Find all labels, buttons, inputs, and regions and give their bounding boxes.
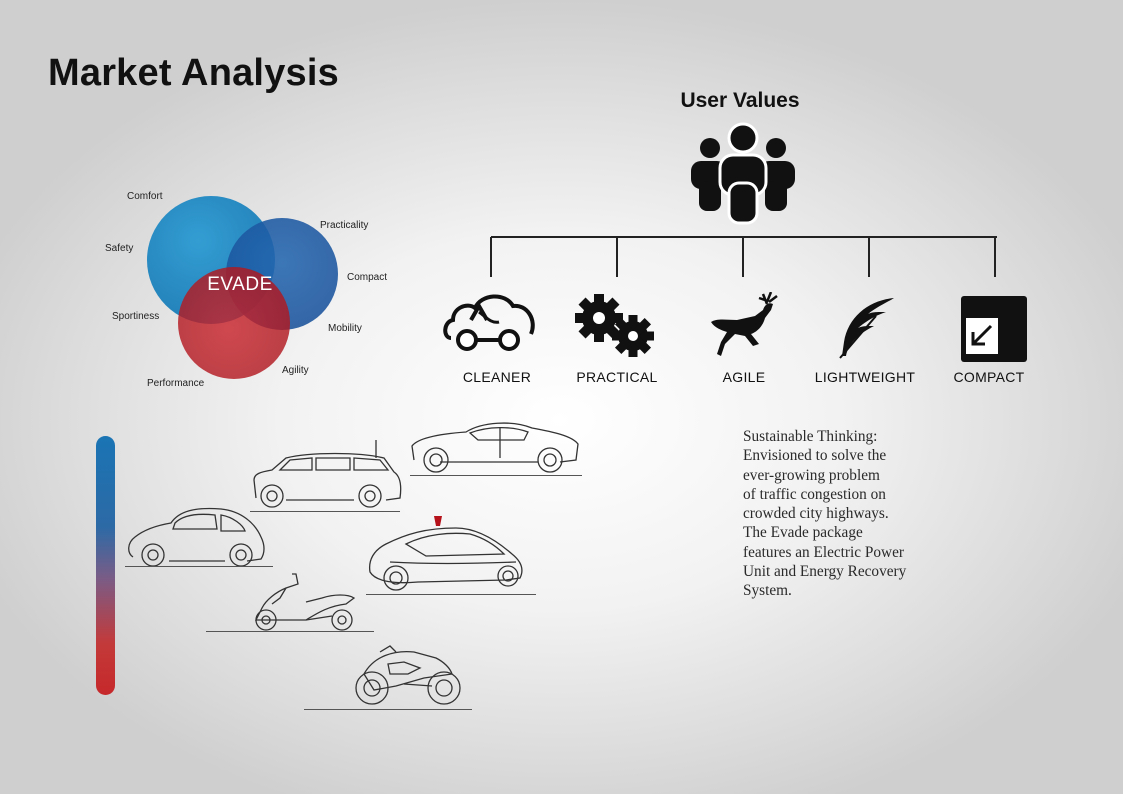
description-line: of traffic congestion on [743, 485, 886, 503]
feather-icon [836, 296, 898, 360]
description-line: Envisioned to solve the [743, 447, 887, 465]
description-line: The Evade package [743, 524, 863, 542]
motorcycle-sketch [304, 644, 474, 712]
ground-line [304, 709, 472, 710]
venn-center-label: EVADE [207, 274, 273, 295]
users-group-icon [689, 121, 797, 225]
ground-line [250, 511, 400, 512]
venn-diagram: EVADE [100, 185, 400, 395]
gradient-scale-bar [96, 436, 115, 695]
ground-line [410, 475, 582, 476]
description-line: Unit and Energy Recovery [743, 563, 907, 581]
value-label-compact: COMPACT [953, 369, 1025, 385]
user-values-title: User Values [680, 89, 800, 112]
value-label-practical: PRACTICAL [576, 369, 658, 385]
venn-label-mobility: Mobility [328, 323, 362, 334]
city-car-sketch [125, 503, 275, 569]
description-line: crowded city highways. [743, 505, 889, 523]
venn-label-practicality: Practicality [320, 220, 369, 231]
page-title: Market Analysis [48, 52, 339, 94]
venn-label-comfort: Comfort [127, 191, 163, 202]
car-cloud-icon [441, 292, 537, 354]
ground-line [125, 566, 273, 567]
deer-icon [707, 291, 781, 358]
venn-label-agility: Agility [282, 365, 309, 376]
ground-line [206, 631, 374, 632]
venn-label-compact: Compact [347, 272, 388, 283]
sports-coupe-sketch [408, 416, 583, 478]
venn-label-sportiness: Sportiness [112, 311, 160, 322]
description-line: System. [743, 582, 792, 600]
venn-circle-performance [178, 267, 290, 379]
venn-label-performance: Performance [147, 378, 205, 389]
mini-hatchback-sketch [250, 438, 405, 514]
venn-label-safety: Safety [105, 243, 134, 254]
user-values-tree [490, 236, 997, 277]
value-label-cleaner: CLEANER [462, 369, 532, 385]
description-line: features an Electric Power [743, 543, 904, 561]
value-label-agile: AGILE [722, 369, 766, 385]
description-text: Sustainable Thinking: Envisioned to solv… [743, 427, 953, 601]
scooter-sketch [206, 570, 376, 634]
gears-icon [573, 294, 659, 360]
evade-concept-sketch [366, 514, 538, 598]
value-label-lightweight: LIGHTWEIGHT [814, 369, 916, 385]
description-line: Sustainable Thinking: [743, 428, 878, 445]
venn-circles [147, 196, 338, 379]
ground-line [366, 594, 536, 595]
compact-arrow-icon [961, 296, 1027, 362]
description-line: ever-growing problem [743, 466, 880, 484]
